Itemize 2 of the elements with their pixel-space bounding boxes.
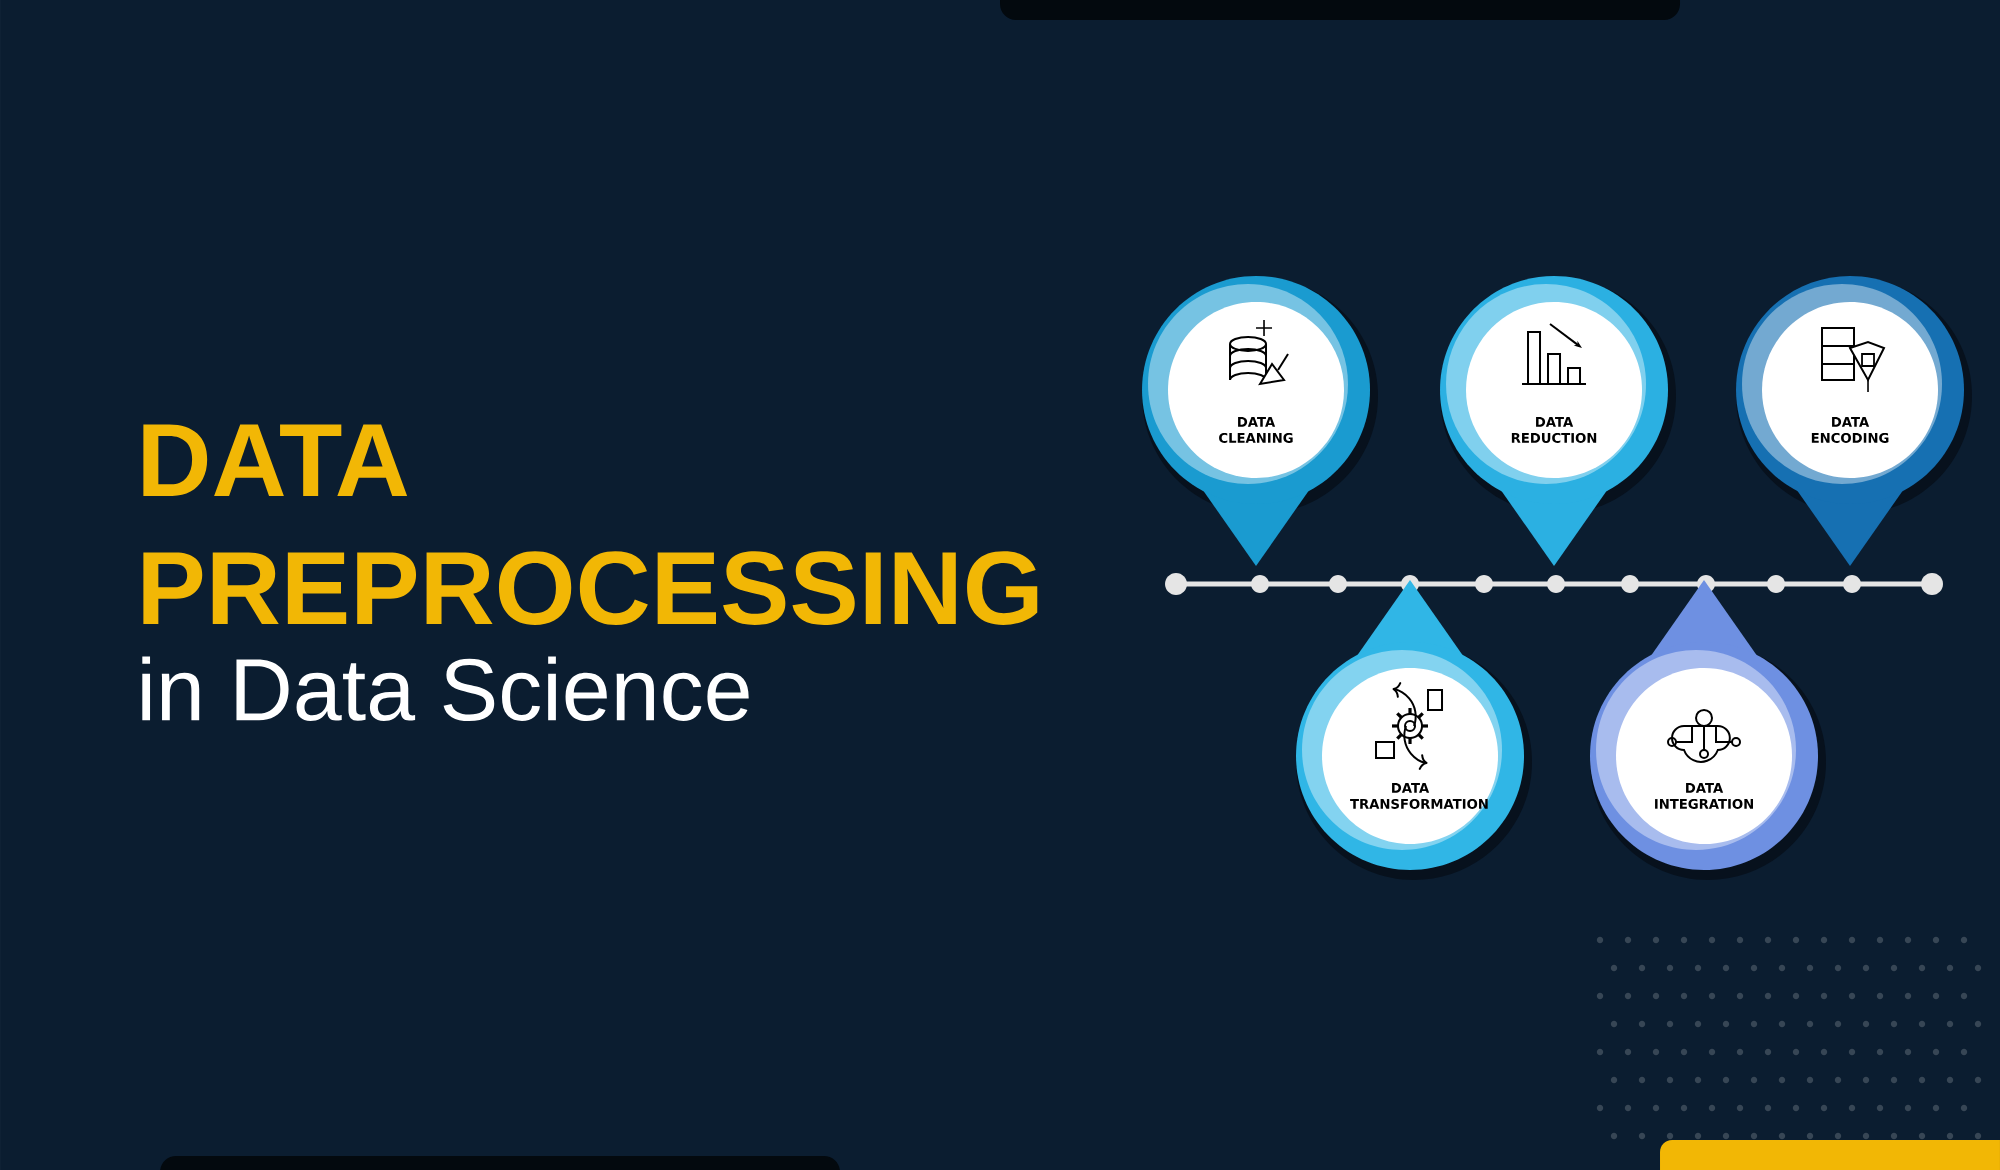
- heading: DATA PREPROCESSING: [143, 424, 1038, 625]
- subheading: in Data Science: [142, 656, 749, 721]
